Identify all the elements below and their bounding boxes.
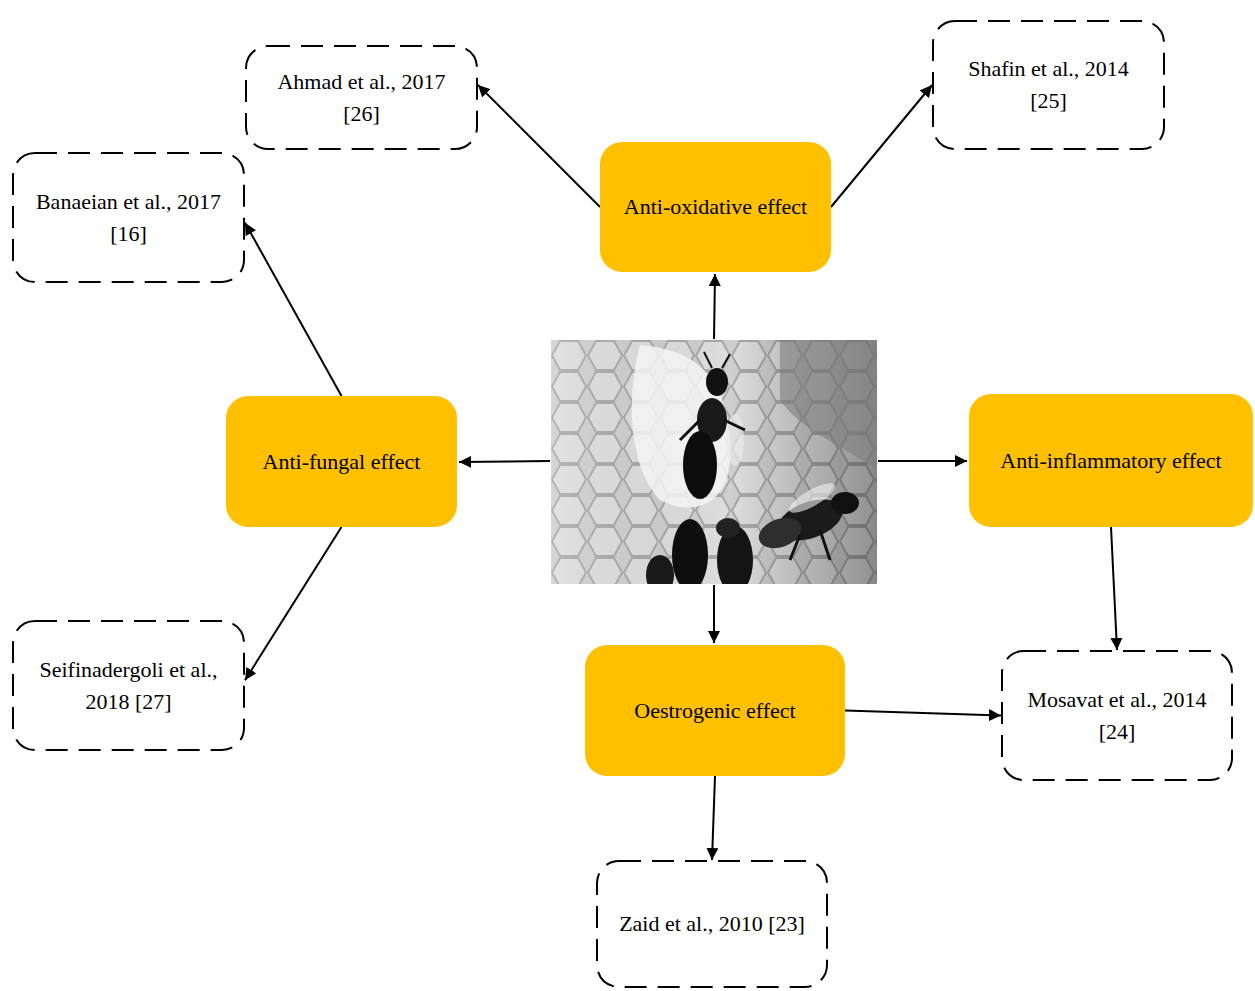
picture-arrows: [459, 274, 967, 643]
arrow-connector: [245, 527, 342, 680]
node-text: Shafin et al., 2014 [25]: [948, 53, 1149, 117]
bee: [646, 518, 753, 584]
dashed-outline: [1001, 650, 1233, 781]
node-text: Mosavat et al., 2014 [24]: [1017, 684, 1217, 748]
effect-box: Anti-oxidative effect: [600, 142, 831, 272]
leader-arrow: [459, 461, 550, 462]
reference-box: Seifinadergoli et al., 2018 [27]: [12, 620, 245, 751]
reference-box: Banaeian et al., 2017 [16]: [12, 152, 245, 283]
node-text: Oestrogenic effect: [634, 695, 795, 727]
node-text: Seifinadergoli et al., 2018 [27]: [28, 654, 229, 718]
arrow-connector: [1111, 527, 1117, 650]
node-text: Anti-oxidative effect: [624, 191, 807, 223]
reference-box: Mosavat et al., 2014 [24]: [1001, 650, 1233, 781]
node-text: Anti-inflammatory effect: [1000, 445, 1221, 477]
leader-arrow: [714, 274, 715, 339]
leader-arrow: [713, 585, 715, 643]
reference-box: Ahmad et al., 2017 [26]: [245, 45, 478, 150]
bee: [755, 478, 859, 560]
leader-arrow: [878, 460, 967, 462]
arrow-connector: [478, 85, 600, 207]
dashed-outline: [932, 20, 1165, 150]
node-text: Zaid et al., 2010 [23]: [619, 908, 805, 940]
arrow-connector: [245, 223, 342, 396]
effect-box: Anti-fungal effect: [226, 396, 457, 527]
node-text: Banaeian et al., 2017 [16]: [28, 186, 229, 250]
effect-box: Anti-inflammatory effect: [969, 394, 1253, 527]
arrow-connector: [845, 711, 1001, 716]
reference-box: Shafin et al., 2014 [25]: [932, 20, 1165, 150]
node-text: Anti-fungal effect: [263, 446, 421, 478]
bee: [680, 352, 745, 499]
arrow-connector: [712, 776, 715, 860]
dashed-outline: [12, 152, 245, 283]
arrow-connector: [831, 85, 932, 207]
effect-box: Oestrogenic effect: [585, 645, 845, 776]
dashed-outline: [245, 45, 478, 150]
dashed-outline: [12, 620, 245, 751]
honeycomb-photo: [551, 340, 877, 584]
node-text: Ahmad et al., 2017 [26]: [261, 66, 462, 130]
reference-box: Zaid et al., 2010 [23]: [596, 860, 828, 988]
